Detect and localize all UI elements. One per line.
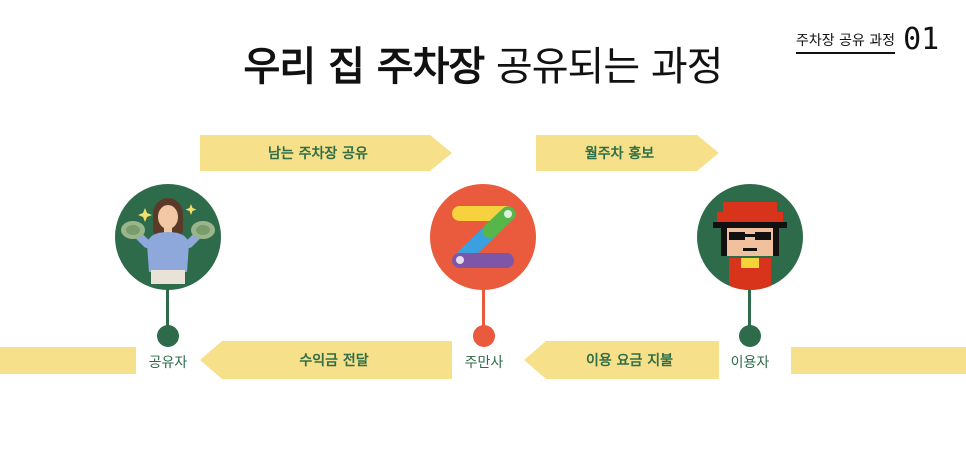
badge-text: 주차장 공유 과정 bbox=[796, 32, 896, 54]
sharer-stem bbox=[166, 280, 169, 330]
arrow-monthly-promo: 월주차 홍보 bbox=[536, 135, 719, 171]
sharer-dot bbox=[157, 325, 179, 347]
company-label: 주만사 bbox=[464, 355, 504, 371]
title-bold: 우리 집 주차장 bbox=[243, 44, 486, 90]
title-light: 공유되는 과정 bbox=[495, 44, 724, 90]
user-dot bbox=[739, 325, 761, 347]
user-stem bbox=[748, 280, 751, 330]
arrow-fee-payment-label: 이용 요금 지불 bbox=[585, 353, 674, 369]
user-avatar bbox=[697, 184, 803, 290]
badge-number: 01 bbox=[903, 22, 940, 57]
company-logo bbox=[430, 184, 536, 290]
sharer-avatar bbox=[115, 184, 221, 290]
woman-with-money-icon bbox=[121, 198, 215, 284]
z-logo-icon bbox=[452, 206, 516, 268]
right-edge-bar bbox=[791, 347, 966, 374]
arrow-monthly-promo-label: 월주차 홍보 bbox=[584, 146, 655, 162]
user-label: 이용자 bbox=[730, 355, 770, 371]
arrow-share-parking: 남는 주차장 공유 bbox=[200, 135, 452, 171]
company-dot bbox=[473, 325, 495, 347]
sharer-label: 공유자 bbox=[148, 355, 188, 371]
section-badge: 주차장 공유 과정 01 bbox=[796, 22, 940, 57]
page-title: 우리 집 주차장 공유되는 과정 bbox=[0, 34, 966, 92]
arrow-revenue-transfer: 수익금 전달 bbox=[200, 341, 452, 379]
arrow-share-parking-label: 남는 주차장 공유 bbox=[268, 146, 368, 162]
pixel-person-icon bbox=[713, 202, 787, 290]
arrow-fee-payment: 이용 요금 지불 bbox=[524, 341, 719, 379]
left-edge-bar bbox=[0, 347, 136, 374]
arrow-revenue-transfer-label: 수익금 전달 bbox=[299, 353, 369, 369]
company-stem bbox=[482, 280, 485, 330]
